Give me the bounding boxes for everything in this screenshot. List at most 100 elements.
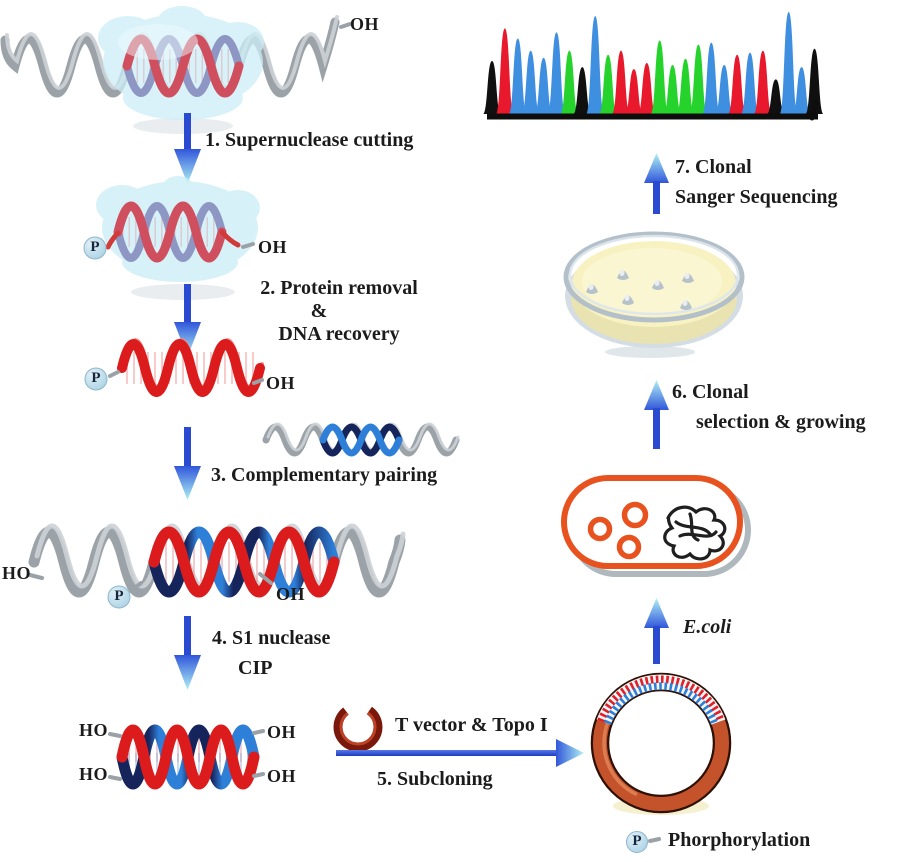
plasmid-small-icon: [621, 501, 649, 529]
phosphate-icon: [107, 585, 131, 609]
plasmid-small-icon: [587, 516, 613, 542]
hydroxyl-rev-label: HO: [79, 720, 109, 740]
chromatogram-peak: [547, 32, 566, 114]
legend-phosphate: [626, 831, 661, 853]
chromatogram-peak: [650, 40, 669, 115]
chromatogram-peak: [702, 42, 721, 114]
arrow-step2: [174, 284, 201, 357]
chromatogram-peaks: [483, 12, 824, 115]
bond-dash: [339, 22, 352, 29]
arrow-step4: [174, 616, 201, 690]
chromatogram-peak: [753, 50, 772, 114]
step2-line2: &: [310, 300, 328, 322]
blob-shadow: [133, 118, 233, 134]
chromatogram-peak: [766, 79, 785, 114]
arrow-step5: [336, 739, 584, 767]
step2-label: 2. Protein removal & DNA recovery: [236, 277, 442, 346]
red-tail: [105, 230, 121, 250]
chromatogram-peak: [637, 63, 656, 114]
ecoli-label: E.coli: [683, 616, 732, 638]
dish-shadow: [605, 346, 695, 358]
hydroxyl-rev-label: HO: [2, 563, 32, 583]
hydroxyl-label: OH: [276, 584, 306, 604]
bond-dash: [241, 242, 255, 249]
red-tail: [219, 229, 241, 248]
blob-shadow: [131, 284, 235, 300]
bond-dash: [252, 772, 265, 778]
bond-dash: [258, 572, 273, 585]
dish-rim: [563, 231, 745, 323]
step2-line1: 2. Protein removal: [260, 277, 418, 299]
hydroxyl-label: OH: [267, 722, 297, 742]
petri-dish-icon: [563, 231, 745, 358]
hydroxyl-label-top: OH: [350, 14, 380, 34]
chromatogram-peak: [612, 50, 630, 114]
chromatogram-peak: [560, 50, 579, 114]
bond-dash: [252, 729, 265, 735]
arrow-step3: [174, 427, 201, 500]
chromatogram-peak: [689, 44, 708, 114]
insert-red-stripes: [597, 675, 725, 723]
phosphate-label: P: [91, 370, 101, 386]
colonies: [586, 270, 694, 310]
red-strand: [113, 201, 227, 263]
step1-label: 1. Supernuclease cutting: [205, 129, 414, 151]
step6-label-line2: selection & growing: [696, 411, 866, 433]
step6-label-line1: 6. Clonal: [672, 381, 749, 403]
red-helix-strand: [117, 339, 265, 397]
chromatogram-peak: [599, 54, 618, 114]
arrow-ecoli: [644, 598, 669, 664]
annealed-duplex-icon: [28, 523, 406, 609]
step4-label-line1: 4. S1 nuclease: [212, 627, 331, 649]
chromatogram-peak: [508, 38, 527, 114]
chromatogram-peak: [676, 58, 695, 114]
cut-dna-protein-complex-icon: [83, 176, 260, 300]
chromatogram-peak: [805, 48, 824, 114]
genomic-dna-tangle: [663, 505, 727, 561]
chromatogram-peak: [779, 12, 798, 114]
hydroxyl-rev-label: HO: [79, 764, 109, 784]
insert-blue-stripes: [603, 682, 719, 725]
chromatogram-baseline: [487, 113, 818, 120]
arrow-step7: [644, 153, 669, 214]
step4-label-line2: CIP: [238, 657, 273, 679]
chromatogram-peak: [495, 28, 514, 114]
arrow-step1: [174, 113, 201, 184]
plasmid-small-icon: [616, 534, 642, 560]
chromatogram-peak: [534, 57, 553, 114]
blob-highlight: [118, 24, 198, 60]
chromatogram-peak: [663, 65, 682, 114]
step2-line3: DNA recovery: [278, 323, 400, 345]
step5-label: 5. Subcloning: [377, 768, 493, 790]
step7-label-line2: Sanger Sequencing: [675, 186, 838, 208]
phosphate-icon: [83, 236, 107, 260]
chromatogram-peak: [624, 69, 643, 114]
plasmid-highlight: [602, 684, 720, 802]
ssdna-red-icon: [84, 338, 265, 397]
complementary-fragment-icon: [262, 422, 460, 457]
legend-phosphate-symbol: P: [632, 833, 642, 849]
phosphate-icon: [626, 831, 648, 853]
red-strand: [148, 526, 340, 598]
sanger-chromatogram-icon: [483, 12, 824, 121]
dna-protein-complex-icon: [0, 6, 352, 134]
plasmid-insert-icon: [590, 672, 732, 815]
bond-dash: [252, 378, 264, 385]
chromatogram-peak: [573, 67, 592, 114]
phosphate-label: P: [90, 239, 100, 255]
legend-phosphorylation-label: Phorphorylation: [668, 829, 811, 851]
blue-strand: [319, 423, 403, 457]
bond-dash: [108, 370, 120, 378]
chromatogram-peak: [521, 50, 540, 114]
phosphate-icon: [84, 367, 108, 391]
hydroxyl-label: OH: [266, 373, 296, 393]
tvector-reagent-label: T vector & Topo I: [395, 714, 548, 736]
hydroxyl-label: OH: [258, 237, 288, 257]
ecoli-cell-icon: [561, 475, 751, 577]
bond-dash: [648, 837, 661, 843]
chromatogram-peak: [728, 54, 747, 114]
chromatogram-peak: [586, 16, 605, 114]
t-vector-icon: [333, 702, 383, 752]
